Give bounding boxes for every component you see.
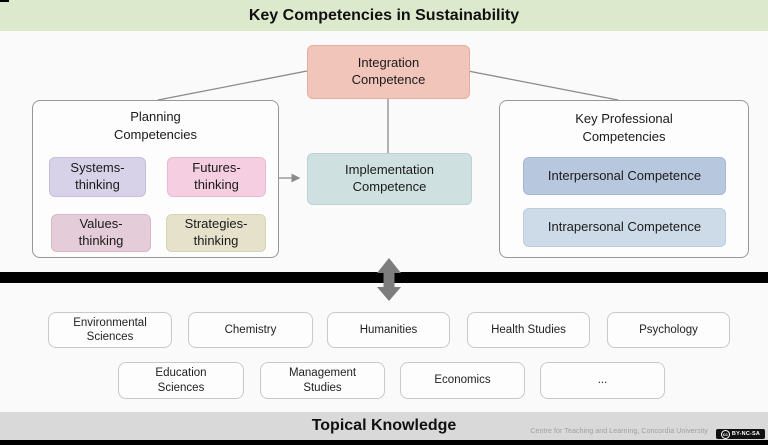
line-integration-to-professional: [467, 70, 619, 101]
systems-thinking-label: Systems- thinking: [70, 160, 125, 192]
topic-label: Environmental Sciences: [73, 316, 147, 343]
divider-bar: [0, 272, 768, 283]
topic-box-economics: Economics: [400, 362, 525, 399]
strategies-thinking-label: Strategies- thinking: [184, 216, 248, 248]
topic-box-psychology: Psychology: [607, 312, 730, 348]
cc-icon: cc: [720, 429, 730, 439]
planning-competencies-group: Planning Competencies Systems- thinking …: [32, 100, 279, 258]
page-title: Key Competencies in Sustainability: [248, 6, 520, 24]
futures-thinking-box: Futures- thinking: [167, 157, 266, 197]
line-integration-to-planning: [157, 70, 308, 101]
topic-box-management-studies: Management Studies: [260, 362, 385, 399]
integration-competence-box: Integration Competence: [307, 45, 470, 99]
top-left-artifact: [0, 0, 9, 2]
intrapersonal-competence-label: Intrapersonal Competence: [547, 219, 702, 235]
footer-credit: Centre for Teaching and Learning, Concor…: [530, 428, 708, 435]
integration-competence-label: Integration Competence: [351, 55, 426, 87]
planning-competencies-title: Planning Competencies: [113, 109, 198, 142]
header-banner: Key Competencies in Sustainability: [0, 0, 768, 31]
topic-label: Health Studies: [491, 323, 566, 336]
topic-label: Chemistry: [224, 323, 277, 336]
topic-box-ellipsis: ...: [540, 362, 665, 399]
key-professional-competencies-group: Key Professional Competencies Interperso…: [499, 100, 749, 258]
intrapersonal-competence-box: Intrapersonal Competence: [523, 208, 726, 247]
strategies-thinking-box: Strategies- thinking: [166, 214, 266, 252]
topical-knowledge-title: Topical Knowledge: [311, 417, 457, 434]
topic-label: Management Studies: [288, 367, 357, 394]
topic-label: Education Sciences: [155, 367, 207, 394]
implementation-competence-box: Implementation Competence: [307, 153, 472, 205]
topic-box-environmental-sciences: Environmental Sciences: [48, 312, 172, 348]
bottom-bar: [0, 440, 768, 445]
topic-label: Humanities: [359, 323, 418, 336]
values-thinking-box: Values- thinking: [51, 214, 151, 252]
topical-knowledge-banner: Topical Knowledge: [0, 412, 768, 440]
systems-thinking-box: Systems- thinking: [49, 157, 146, 197]
topic-label: ...: [597, 374, 608, 387]
interpersonal-competence-label: Interpersonal Competence: [547, 167, 702, 183]
interpersonal-competence-box: Interpersonal Competence: [523, 157, 726, 195]
topic-label: Psychology: [639, 323, 698, 336]
cc-license-badge: cc BY-NC-SA: [716, 429, 765, 439]
key-professional-competencies-title: Key Professional Competencies: [575, 111, 673, 144]
topic-box-humanities: Humanities: [327, 312, 450, 348]
topic-box-education-sciences: Education Sciences: [118, 362, 244, 399]
cc-license-label: BY-NC-SA: [731, 431, 761, 437]
topic-label: Economics: [434, 374, 491, 387]
futures-thinking-label: Futures- thinking: [192, 160, 241, 192]
topic-box-chemistry: Chemistry: [188, 312, 313, 348]
values-thinking-label: Values- thinking: [78, 216, 124, 248]
implementation-competence-label: Implementation Competence: [345, 162, 434, 194]
topic-box-health-studies: Health Studies: [467, 312, 590, 348]
